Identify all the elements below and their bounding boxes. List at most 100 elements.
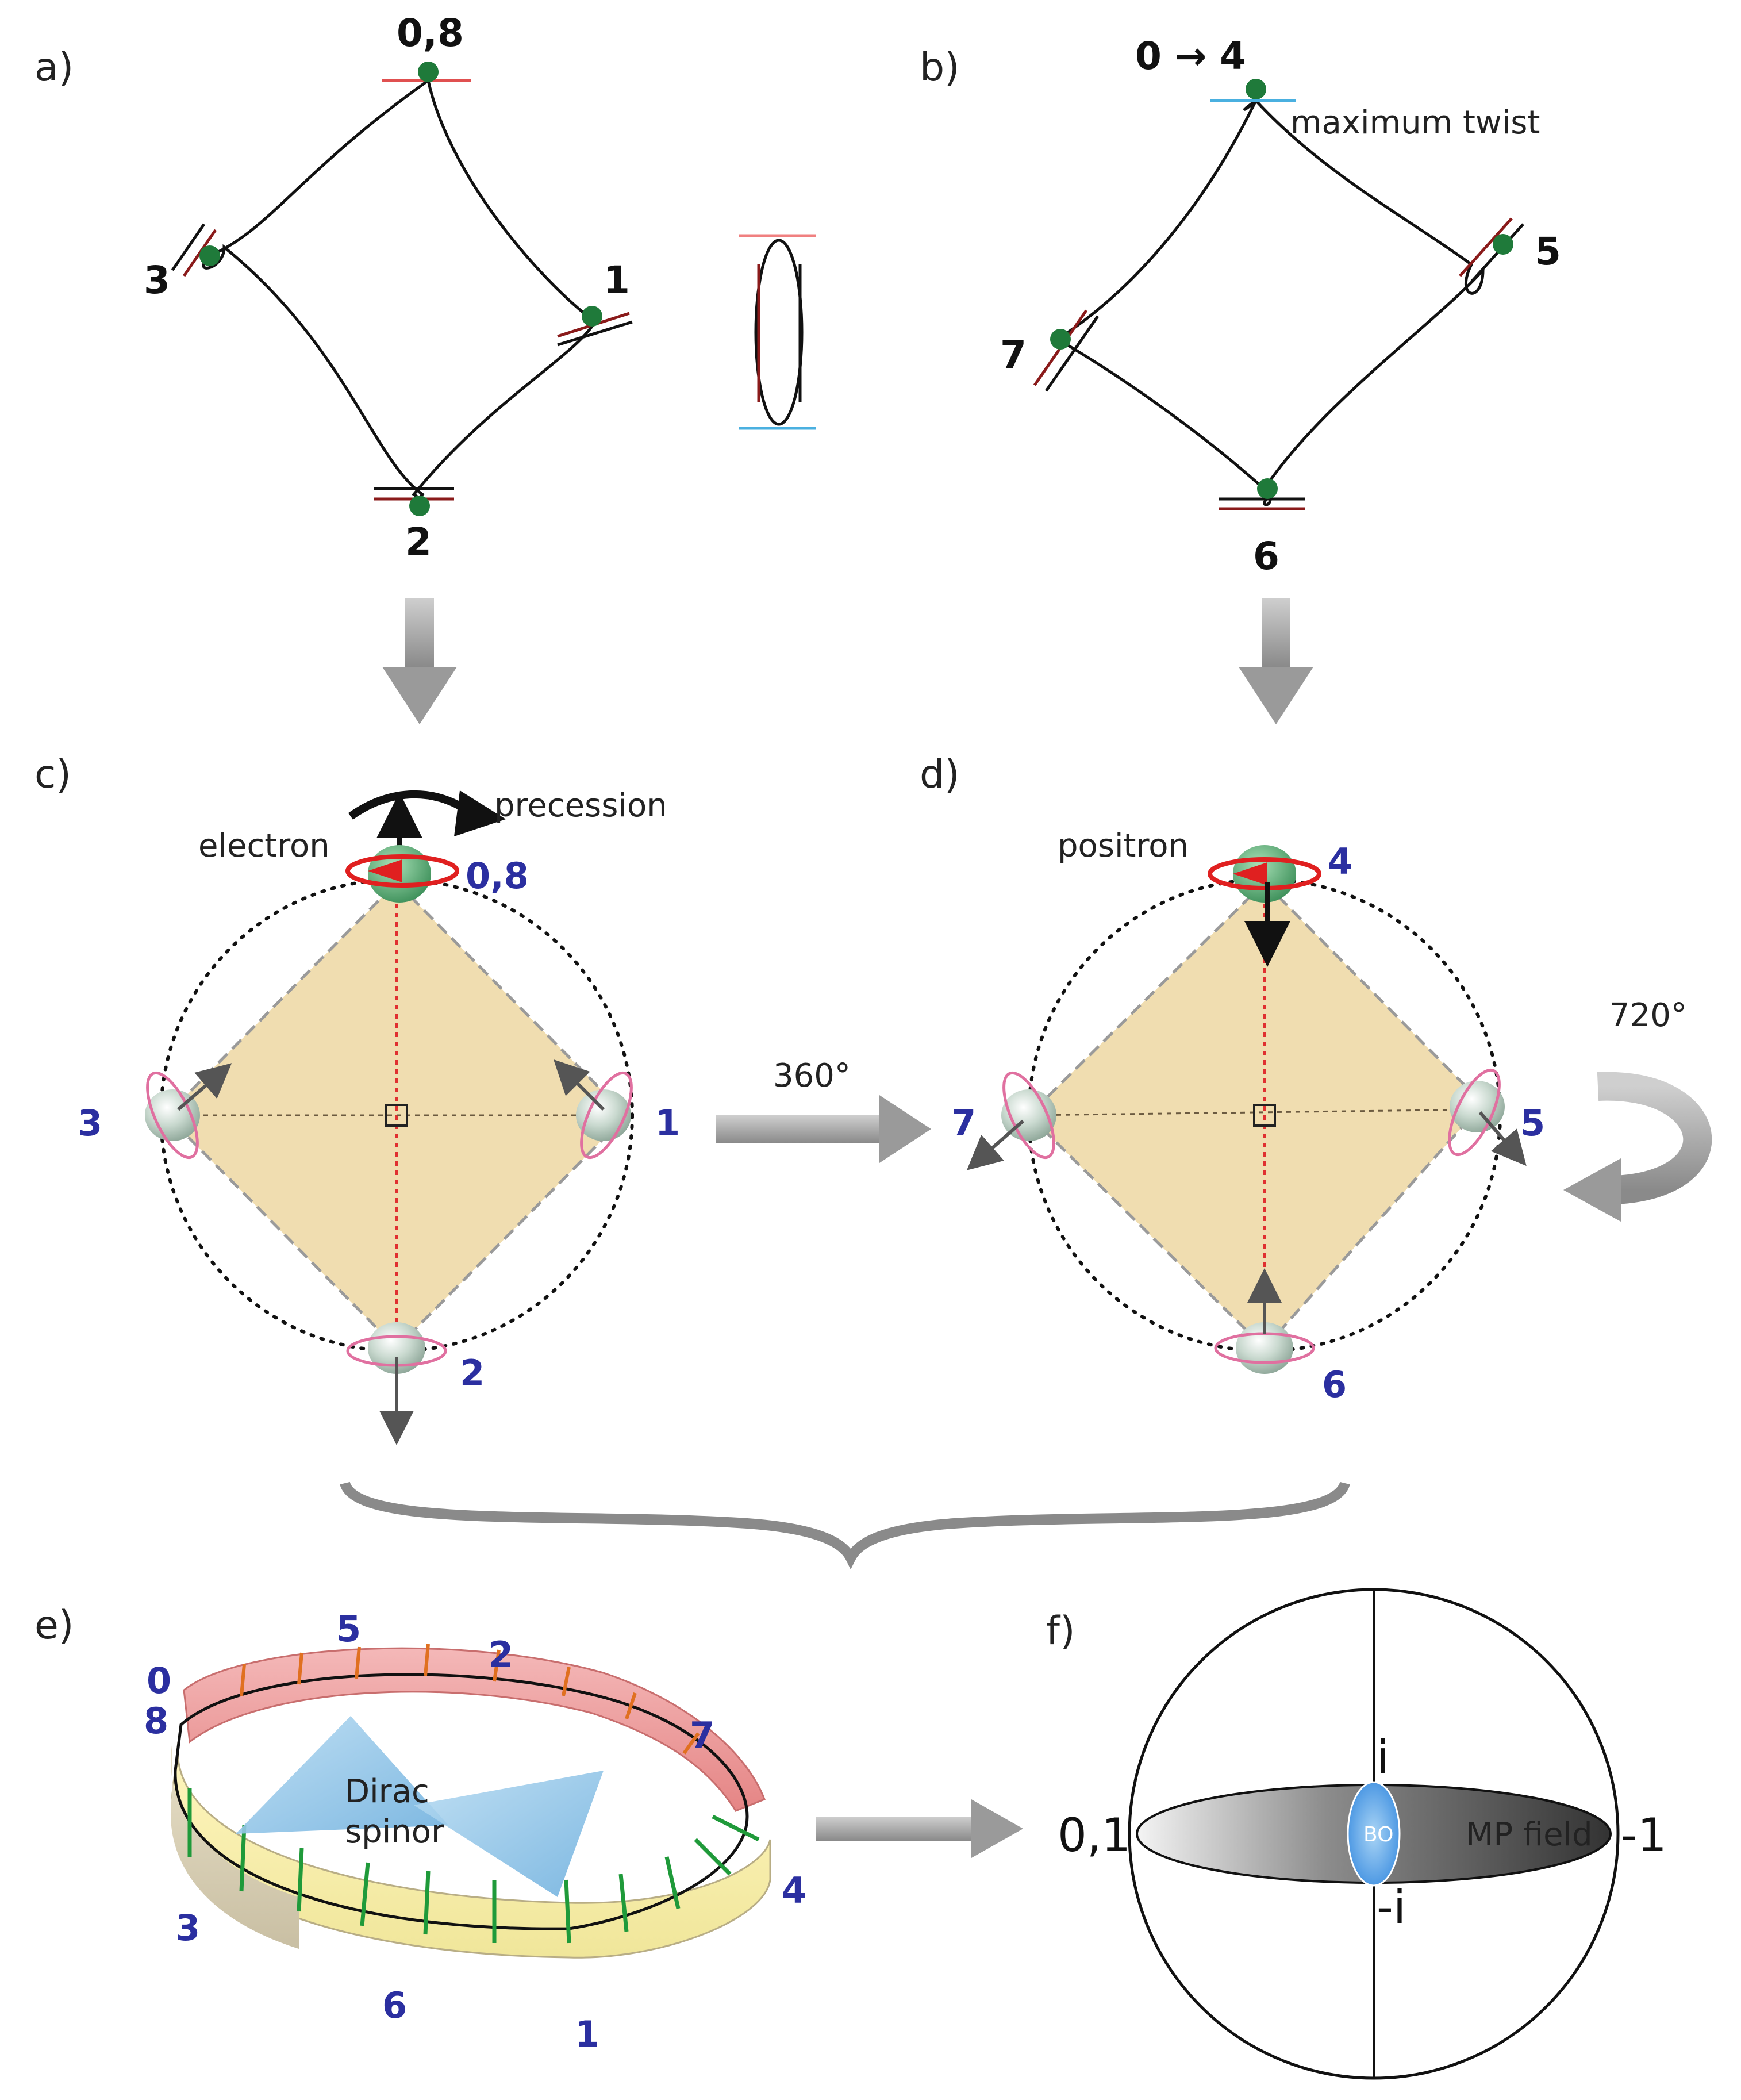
panel-c: c) precession electron 0,8 1 2 3 (34, 752, 680, 1445)
label-f-left: 0,1 (1058, 1809, 1131, 1862)
label-precession: precession (494, 787, 667, 824)
label-e-8: 8 (144, 1700, 168, 1742)
spin-dot-2 (409, 496, 430, 516)
spin-ring-3 (146, 1071, 199, 1160)
loop-path-b (1055, 98, 1485, 506)
label-a-bottom: 2 (405, 520, 432, 564)
label-a-top: 0,8 (397, 11, 464, 55)
label-b-bottom: 6 (1253, 534, 1279, 578)
panel-d: d) positron 4 5 6 7 (920, 752, 1545, 1406)
spin-ball-1 (576, 1089, 631, 1141)
label-positron: positron (1058, 827, 1189, 865)
label-e-7: 7 (690, 1714, 714, 1756)
label-e-6: 6 (382, 1984, 407, 2026)
label-d-bottom: 6 (1322, 1364, 1347, 1406)
panel-b: b) 0 → 4 maximum twist 5 6 7 (920, 34, 1561, 578)
spin-dot-5 (1493, 234, 1513, 255)
arrow-e-to-f (816, 1799, 1023, 1858)
panel-label-f: f) (1046, 1608, 1075, 1654)
label-c-top: 0,8 (466, 855, 529, 897)
panel-a: a) 0,8 1 2 3 (34, 11, 816, 564)
label-a-left: 3 (144, 258, 170, 302)
spin-ring-1 (580, 1071, 633, 1160)
down-arrow-b (1239, 598, 1313, 724)
spin-dot-6 (1257, 478, 1278, 499)
label-d-left: 7 (951, 1102, 976, 1144)
center-square-c (385, 1104, 408, 1127)
black-marker-left (171, 223, 206, 271)
label-720: 720° (1609, 997, 1687, 1034)
label-360: 360° (773, 1057, 851, 1095)
label-e-4: 4 (782, 1869, 806, 1911)
label-f-bottom: -i (1377, 1880, 1406, 1934)
label-spinor: spinor (345, 1813, 445, 1851)
black-marker-left-b (1044, 315, 1100, 392)
label-b-top: 0 → 4 (1135, 34, 1246, 78)
spin-ring-5 (1448, 1068, 1501, 1157)
spin-arrows-lower (187, 1788, 760, 1944)
spin-ring-arrow-top-c (368, 859, 402, 882)
precession-arrowhead (454, 790, 506, 836)
panel-label-c: c) (34, 752, 71, 797)
spin-arrows-upper (240, 1644, 700, 1755)
spin-dot-1 (582, 306, 602, 327)
spin-ring-7 (1002, 1071, 1055, 1160)
label-b-top-note: maximum twist (1290, 104, 1540, 141)
spin-ball-2 (368, 1322, 425, 1374)
spin-dot-0 (418, 62, 439, 82)
label-c-bottom: 2 (460, 1352, 485, 1394)
label-e-2: 2 (489, 1634, 513, 1676)
horizontal-axis-d (1028, 1108, 1483, 1116)
red-marker-right-b (1459, 217, 1513, 277)
spin-arrow-7 (966, 1119, 1024, 1170)
label-f-top: i (1377, 1731, 1389, 1784)
panel-label-e: e) (34, 1603, 74, 1648)
center-square-d (1253, 1104, 1276, 1127)
down-arrow-a (382, 598, 457, 724)
spin-dot-4 (1246, 79, 1266, 99)
ribbon-lower (171, 1741, 771, 1959)
label-mp-field: MP field (1466, 1816, 1593, 1853)
spinor-triangle-right (414, 1771, 604, 1897)
panel-f: f) BO MP field 0,1 -1 i -i (1046, 1588, 1667, 2080)
panel-label-b: b) (920, 45, 960, 90)
label-c-right: 1 (655, 1102, 680, 1144)
diamond-d (1027, 880, 1485, 1350)
panel-label-a: a) (34, 45, 74, 90)
spin-arrow-5 (1478, 1111, 1527, 1166)
spin-ring-arrow-top-d (1233, 862, 1267, 885)
label-dirac: Dirac (345, 1773, 429, 1810)
label-e-5: 5 (336, 1608, 361, 1650)
panel-label-d: d) (920, 752, 960, 797)
label-d-top: 4 (1328, 840, 1352, 882)
label-electron: electron (198, 827, 330, 865)
bo-ellipse (1347, 1781, 1401, 1887)
spin-dot-7 (1050, 329, 1071, 350)
arrow-360: 360° (716, 1057, 931, 1163)
label-b-right: 5 (1535, 229, 1561, 274)
label-e-1: 1 (575, 2013, 599, 2055)
arrow-720: 720° (1563, 997, 1712, 1222)
panel-e: e) (34, 1603, 806, 2055)
flat-loop-inset (739, 234, 816, 430)
red-marker-left (182, 229, 217, 277)
label-d-right: 5 (1520, 1102, 1545, 1144)
label-f-right: -1 (1621, 1809, 1667, 1862)
spin-arrow-3 (177, 1063, 232, 1111)
black-marker-right-b (1470, 223, 1524, 283)
label-e-3: 3 (175, 1907, 200, 1949)
spin-ring-top-c (345, 854, 459, 888)
spin-ring-top-d (1208, 857, 1321, 890)
grouping-brace (340, 1481, 1350, 1570)
label-b-left: 7 (1000, 333, 1027, 377)
spin-arrow-1 (554, 1059, 605, 1111)
label-a-right: 1 (604, 258, 630, 302)
spinor-triangle-left (236, 1716, 448, 1834)
label-bo: BO (1363, 1823, 1393, 1846)
ribbon-lower-shade (170, 1742, 299, 1949)
precession-arc (348, 790, 474, 820)
spin-dot-3 (199, 245, 220, 266)
label-e-0: 0 (147, 1660, 171, 1702)
loop-path-a (202, 78, 597, 515)
